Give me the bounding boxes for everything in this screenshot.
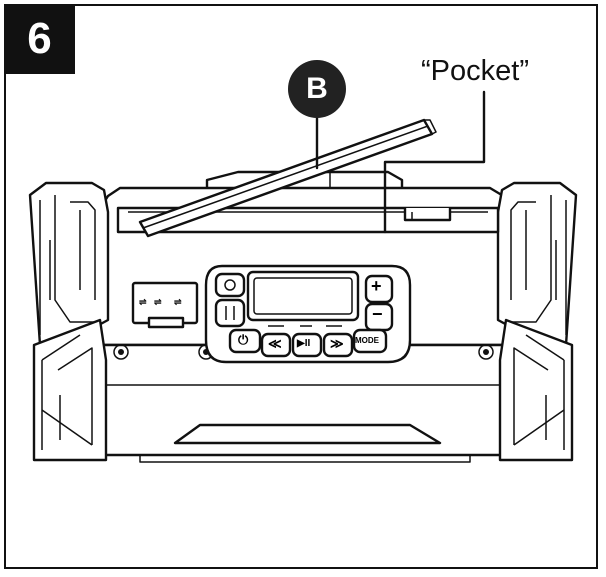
lower-right-cage: [498, 318, 574, 462]
callout-b: B: [288, 60, 346, 118]
lcd-display: [246, 270, 360, 322]
play-pause-icon: ▶II: [297, 338, 311, 349]
pocket-label: “Pocket”: [421, 55, 529, 87]
mode-button-label: MODE: [355, 336, 379, 345]
lower-left-cage: [32, 318, 108, 462]
power-icon: ⏻: [238, 332, 249, 347]
next-icon: ≫: [330, 336, 344, 351]
pocket-leader: [383, 90, 486, 234]
volume-up-button: +: [371, 276, 382, 296]
svg-text:⇌: ⇌: [174, 297, 182, 307]
svg-text:⇌: ⇌: [139, 297, 147, 307]
antenna-rod: [138, 118, 437, 238]
base-groove: [173, 423, 442, 445]
volume-down-button: −: [372, 304, 383, 324]
previous-icon: ≪: [268, 336, 282, 351]
step-number-badge: 6: [4, 4, 75, 74]
svg-text:⇌: ⇌: [154, 297, 162, 307]
control-panel: [204, 264, 412, 364]
figure-frame: [4, 4, 598, 569]
left-roll-cage: [28, 181, 110, 347]
usb-port-panel: ⇌ ⇌ ⇌: [131, 281, 199, 329]
